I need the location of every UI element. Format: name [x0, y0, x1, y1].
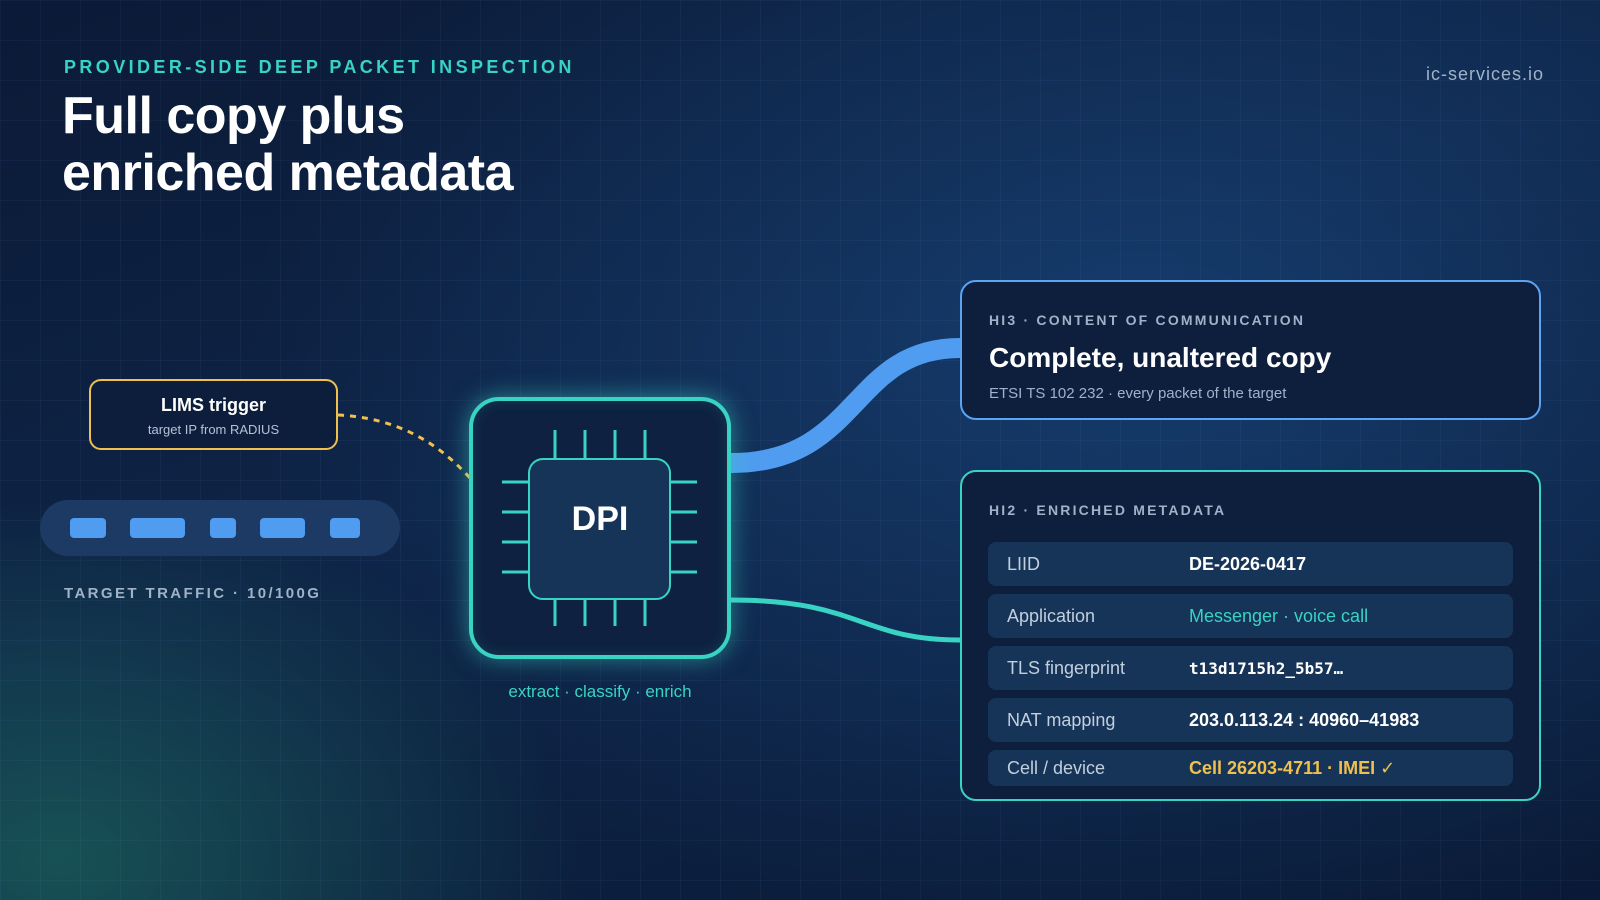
- row-value: 203.0.113.24 : 40960–41983: [1189, 710, 1420, 730]
- row-value: DE-2026-0417: [1189, 554, 1307, 574]
- title-line-1: Full copy plus: [62, 87, 405, 145]
- metadata-row-nat-mapping: NAT mapping 203.0.113.24 : 40960–41983: [988, 698, 1513, 742]
- title-line-2: enriched metadata: [62, 144, 514, 202]
- traffic-packet: [260, 518, 305, 538]
- row-value: Cell 26203-4711 · IMEI ✓: [1189, 758, 1396, 778]
- brand-label: ic-services.io: [1425, 64, 1544, 84]
- traffic-packet: [70, 518, 106, 538]
- row-key: Application: [1007, 606, 1096, 626]
- section-eyebrow: PROVIDER-SIDE DEEP PACKET INSPECTION: [64, 57, 575, 77]
- page-title: Full copy plus enriched metadata: [62, 87, 514, 202]
- row-value: t13d1715h2_5b57…: [1189, 659, 1344, 678]
- traffic-packet: [130, 518, 185, 538]
- hi3-flow-connector: [730, 338, 961, 473]
- hi3-card: HI3 · CONTENT OF COMMUNICATION Complete,…: [960, 280, 1541, 420]
- hi2-card: HI2 · ENRICHED METADATA LIID DE-2026-041…: [960, 470, 1541, 801]
- traffic-packet: [210, 518, 236, 538]
- trigger-dashed-connector: [337, 413, 472, 480]
- row-key: NAT mapping: [1007, 710, 1116, 730]
- metadata-row-liid: LIID DE-2026-0417: [988, 542, 1513, 586]
- metadata-row-tls-fingerprint: TLS fingerprint t13d1715h2_5b57…: [988, 646, 1513, 690]
- hi3-eyebrow: HI3 · CONTENT OF COMMUNICATION: [989, 312, 1306, 328]
- row-value: Messenger · voice call: [1189, 606, 1369, 626]
- traffic-label: TARGET TRAFFIC · 10/100G: [64, 585, 322, 602]
- row-key: LIID: [1007, 554, 1041, 574]
- row-key: TLS fingerprint: [1007, 658, 1126, 678]
- trigger-subtitle: target IP from RADIUS: [147, 422, 280, 437]
- hi2-flow-connector: [730, 597, 961, 643]
- lims-trigger-box: LIMS trigger target IP from RADIUS: [89, 379, 338, 450]
- metadata-row-cell-device: Cell / device Cell 26203-4711 · IMEI ✓: [988, 750, 1513, 786]
- trigger-title: LIMS trigger: [160, 395, 266, 415]
- dpi-caption: extract · classify · enrich: [508, 682, 692, 701]
- dpi-label: DPI: [571, 500, 629, 538]
- target-traffic-pipe: [40, 500, 400, 556]
- metadata-row-application: Application Messenger · voice call: [988, 594, 1513, 638]
- row-key: Cell / device: [1007, 758, 1106, 778]
- hi3-title: Complete, unaltered copy: [989, 342, 1332, 373]
- traffic-packet: [330, 518, 360, 538]
- hi2-eyebrow: HI2 · ENRICHED METADATA: [989, 502, 1227, 518]
- hi3-subtitle: ETSI TS 102 232 · every packet of the ta…: [989, 385, 1287, 402]
